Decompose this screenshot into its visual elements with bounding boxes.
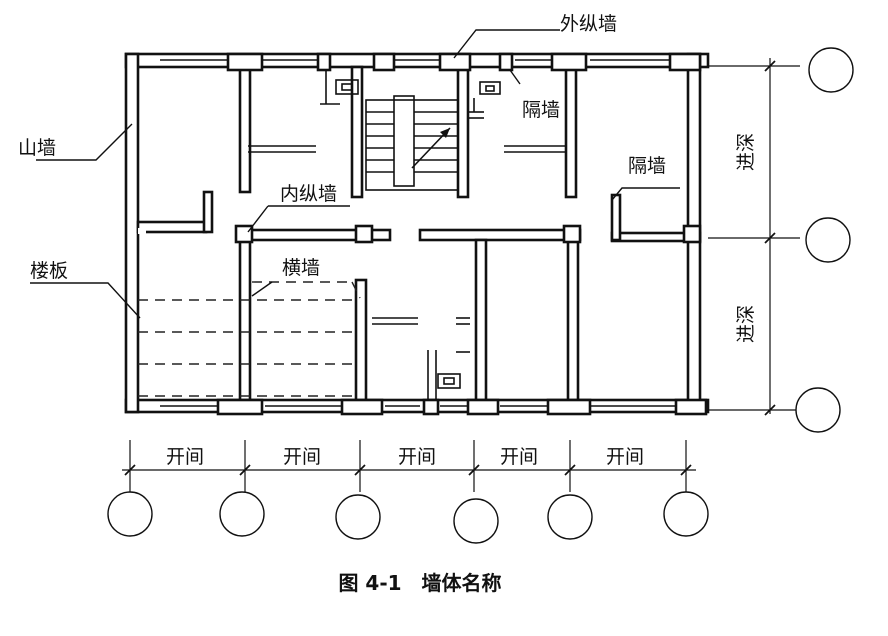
bay-label-2: 开间 — [283, 446, 321, 468]
left-gable-wall — [124, 52, 140, 414]
leader-lines — [30, 29, 680, 319]
axis-circle-2 — [219, 491, 265, 537]
bay-label-3: 开间 — [398, 446, 436, 468]
axis-circle-c — [795, 387, 841, 433]
axis-circle-4 — [453, 498, 499, 544]
axis-circle-1 — [107, 491, 153, 537]
wall-labels: 外纵墙 山墙 隔墙 隔墙 内纵墙 楼板 横墙 — [18, 13, 666, 282]
axis-circle-3 — [335, 494, 381, 540]
axis-circle-5 — [547, 494, 593, 540]
depth-dimension: 进深 进深 — [708, 58, 800, 416]
axis-circle-a — [808, 47, 854, 93]
label-inner-longitudinal-wall: 内纵墙 — [280, 183, 337, 205]
bay-label-4: 开间 — [500, 446, 538, 468]
axis-circle-b — [805, 217, 851, 263]
depth-label-2: 进深 — [735, 305, 757, 343]
fixtures — [248, 70, 566, 153]
label-outer-longitudinal-wall: 外纵墙 — [560, 13, 617, 35]
cross-wall-left — [238, 228, 252, 402]
stair-upper — [365, 95, 459, 191]
cross-wall-middle — [354, 278, 368, 402]
depth-label-1: 进深 — [735, 133, 757, 171]
bay-label-1: 开间 — [166, 446, 204, 468]
bay-dimension: 开间 开间 开间 开间 开间 — [122, 440, 696, 492]
axis-circle-6 — [663, 491, 709, 537]
stair-lower — [372, 317, 470, 400]
label-partition-wall-1: 隔墙 — [522, 99, 560, 121]
label-partition-wall-2: 隔墙 — [628, 155, 666, 177]
figure-caption: 图 4-1 墙体名称 — [338, 571, 501, 595]
label-gable-wall: 山墙 — [18, 137, 56, 159]
label-cross-wall: 横墙 — [282, 257, 320, 279]
interior-walls — [136, 52, 708, 416]
label-floor-slab: 楼板 — [30, 260, 68, 282]
axis-circles — [107, 47, 854, 544]
bay-label-5: 开间 — [606, 446, 644, 468]
floor-slab-lines — [138, 281, 361, 397]
